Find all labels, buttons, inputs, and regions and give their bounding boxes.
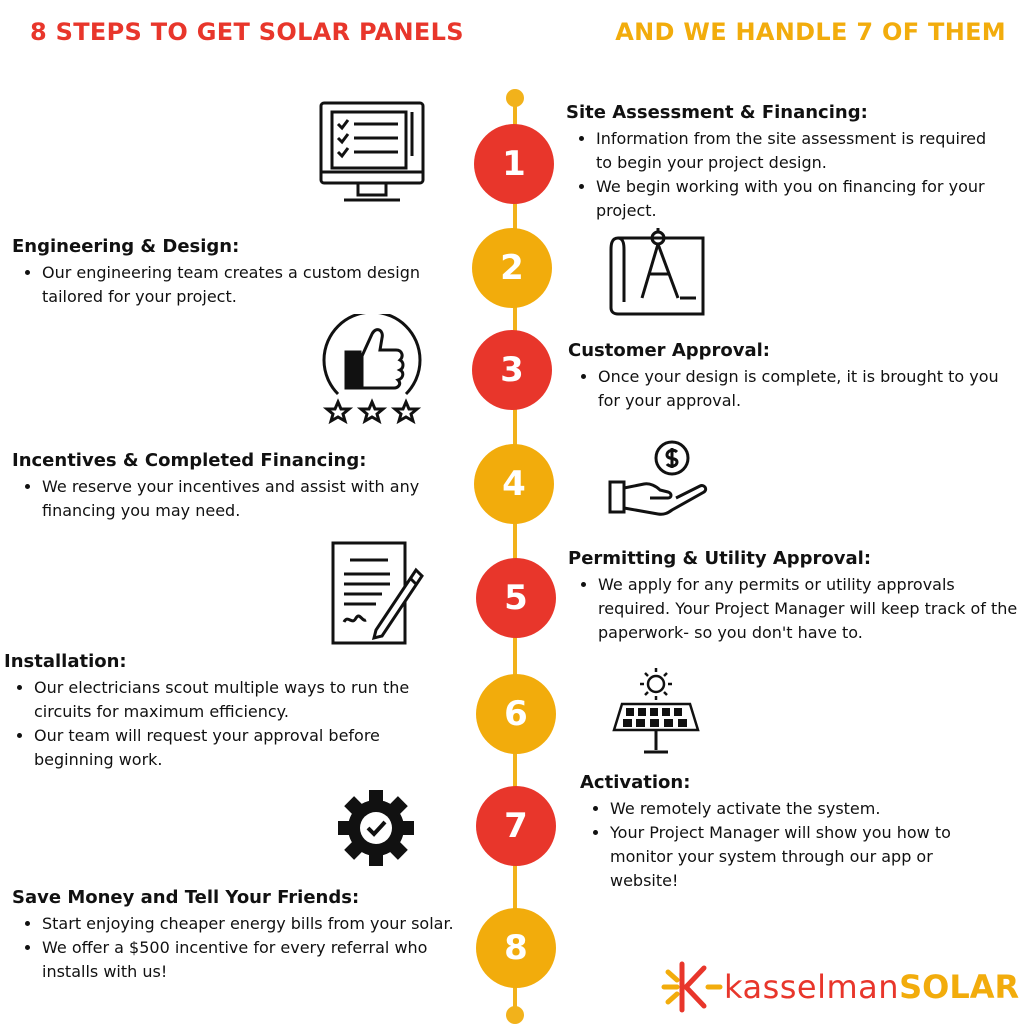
step-1-badge: 1 bbox=[474, 124, 554, 204]
step-4-title: Incentives & Completed Financing: bbox=[12, 450, 367, 471]
step-7-badge: 7 bbox=[476, 786, 556, 866]
document-pen-icon bbox=[331, 541, 424, 645]
logo-text-solar: SOLAR bbox=[899, 968, 1020, 1006]
step-4: Incentives & Completed Financing: We res… bbox=[12, 450, 432, 523]
step-6: Installation: Our electricians scout mul… bbox=[4, 651, 454, 772]
step-5: Permitting & Utility Approval: We apply … bbox=[568, 548, 1018, 645]
step-8-bullet-2: We offer a $500 incentive for every refe… bbox=[42, 936, 467, 984]
step-8-title: Save Money and Tell Your Friends: bbox=[12, 887, 360, 908]
solar-panel-sun-icon bbox=[612, 668, 700, 754]
header-right-title: AND WE HANDLE 7 OF THEM bbox=[615, 18, 1006, 46]
step-6-bullet-2: Our team will request your approval befo… bbox=[34, 724, 454, 772]
thumbs-up-stars-icon bbox=[322, 314, 422, 425]
timeline-start-dot bbox=[506, 89, 524, 107]
sun-burst-logo-icon bbox=[661, 961, 723, 1013]
timeline-line bbox=[513, 95, 517, 1015]
step-1-title: Site Assessment & Financing: bbox=[566, 102, 868, 123]
hand-coin-icon bbox=[608, 440, 708, 516]
step-2-badge: 2 bbox=[472, 228, 552, 308]
blueprint-compass-icon bbox=[609, 228, 705, 316]
step-3-bullet-1: Once your design is complete, it is brou… bbox=[598, 365, 1014, 413]
step-6-title: Installation: bbox=[4, 651, 127, 672]
step-2-bullet-1: Our engineering team creates a custom de… bbox=[42, 261, 422, 309]
step-4-badge: 4 bbox=[474, 444, 554, 524]
step-3-title: Customer Approval: bbox=[568, 340, 771, 361]
step-8-badge: 8 bbox=[476, 908, 556, 988]
step-1: Site Assessment & Financing: Information… bbox=[566, 102, 1006, 223]
step-7: Activation: We remotely activate the sys… bbox=[580, 772, 1000, 893]
step-5-bullet-1: We apply for any permits or utility appr… bbox=[598, 573, 1018, 645]
step-6-bullet-1: Our electricians scout multiple ways to … bbox=[34, 676, 454, 724]
step-7-bullet-2: Your Project Manager will show you how t… bbox=[610, 821, 1000, 893]
step-1-bullet-1: Information from the site assessment is … bbox=[596, 127, 1006, 175]
step-1-bullet-2: We begin working with you on financing f… bbox=[596, 175, 1006, 223]
step-5-title: Permitting & Utility Approval: bbox=[568, 548, 872, 569]
step-7-bullet-1: We remotely activate the system. bbox=[610, 797, 1000, 821]
step-8: Save Money and Tell Your Friends: Start … bbox=[12, 887, 467, 984]
gear-check-icon bbox=[338, 790, 414, 866]
step-4-bullet-1: We reserve your incentives and assist wi… bbox=[42, 475, 432, 523]
step-7-title: Activation: bbox=[580, 772, 691, 793]
step-5-badge: 5 bbox=[476, 558, 556, 638]
step-3-badge: 3 bbox=[472, 330, 552, 410]
step-2: Engineering & Design: Our engineering te… bbox=[12, 236, 422, 309]
step-3: Customer Approval: Once your design is c… bbox=[568, 340, 1014, 413]
header-left-title: 8 STEPS TO GET SOLAR PANELS bbox=[30, 18, 464, 46]
step-2-title: Engineering & Design: bbox=[12, 236, 240, 257]
step-8-bullet-1: Start enjoying cheaper energy bills from… bbox=[42, 912, 467, 936]
step-6-badge: 6 bbox=[476, 674, 556, 754]
timeline-end-dot bbox=[506, 1006, 524, 1024]
logo-text-kasselman: kasselman bbox=[724, 968, 900, 1006]
computer-checklist-icon bbox=[319, 101, 425, 202]
